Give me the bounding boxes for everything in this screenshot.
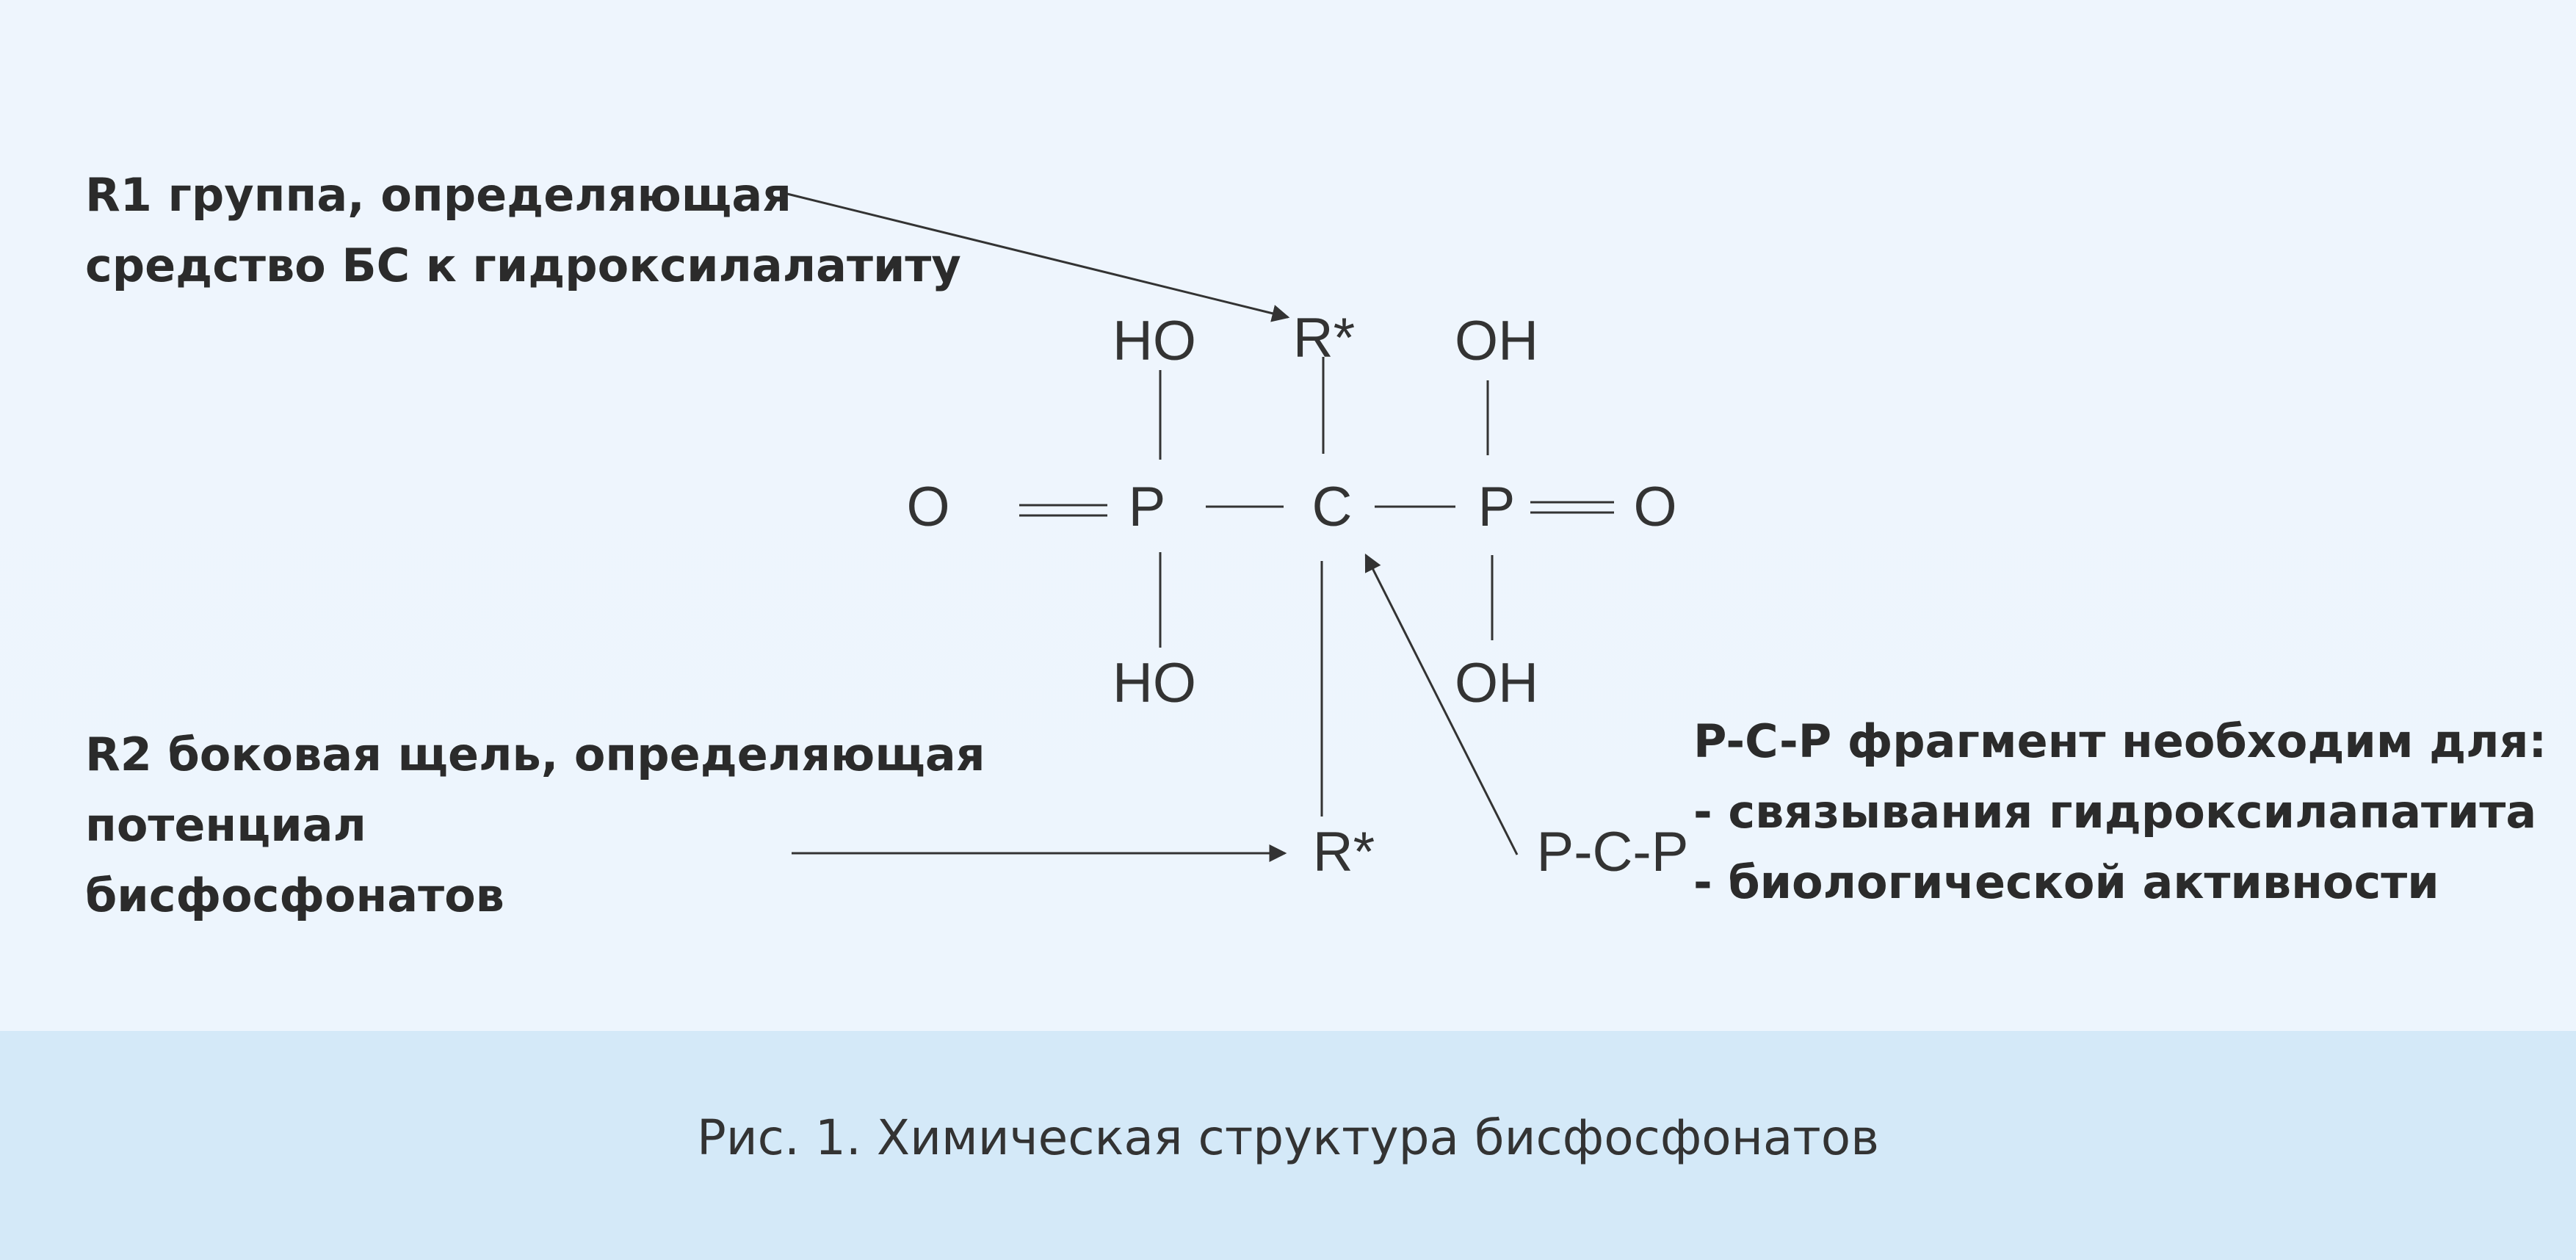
atom-p-left: P — [1129, 476, 1166, 538]
atom-oh-bottom: OH — [1455, 652, 1538, 714]
atom-o-right: O — [1633, 476, 1676, 538]
label-pcp: P-C-P — [1537, 821, 1689, 883]
annotation-pcp-line-2: - связывания гидроксилапатита — [1693, 785, 2537, 839]
atom-r-bottom: R* — [1313, 821, 1375, 883]
annotation-r1-line-1: R1 группа, определяющая — [85, 168, 792, 222]
annotation-pcp-line-1: P-C-P фрагмент необходим для: — [1693, 714, 2547, 768]
atom-ho-top: HO — [1112, 310, 1196, 372]
atom-p-right: P — [1478, 476, 1516, 538]
arrow-pcp-annotation — [1364, 553, 1519, 855]
atom-c-center: C — [1312, 476, 1353, 538]
annotation-r2: R2 боковая щель, определяющая потенциал … — [85, 720, 985, 931]
annotation-r2-line-3: бисфосфонатов — [85, 869, 504, 922]
arrow-r1-annotation — [786, 192, 1290, 322]
atom-oh-top: OH — [1455, 310, 1538, 372]
bisphosphonate-structure: R* HO OH O P C P O HO OH R* P-C-P — [786, 192, 1689, 883]
caption-band — [0, 1031, 2576, 1260]
annotation-r2-line-2: потенциал — [85, 798, 366, 852]
annotation-r1: R1 группа, определяющая средство БС к ги… — [85, 160, 961, 301]
annotation-pcp-line-3: - биологической активности — [1693, 855, 2439, 909]
annotation-pcp: P-C-P фрагмент необходим для: - связыван… — [1693, 706, 2547, 918]
atom-ho-bottom: HO — [1112, 652, 1196, 714]
annotation-r2-line-1: R2 боковая щель, определяющая — [85, 728, 985, 781]
figure-caption: Рис. 1. Химическая структура бисфосфонат… — [696, 1109, 1880, 1166]
annotation-r1-line-2: средство БС к гидроксилалатиту — [85, 239, 961, 292]
figure-area — [0, 0, 2576, 1031]
atom-o-left: O — [906, 476, 949, 538]
